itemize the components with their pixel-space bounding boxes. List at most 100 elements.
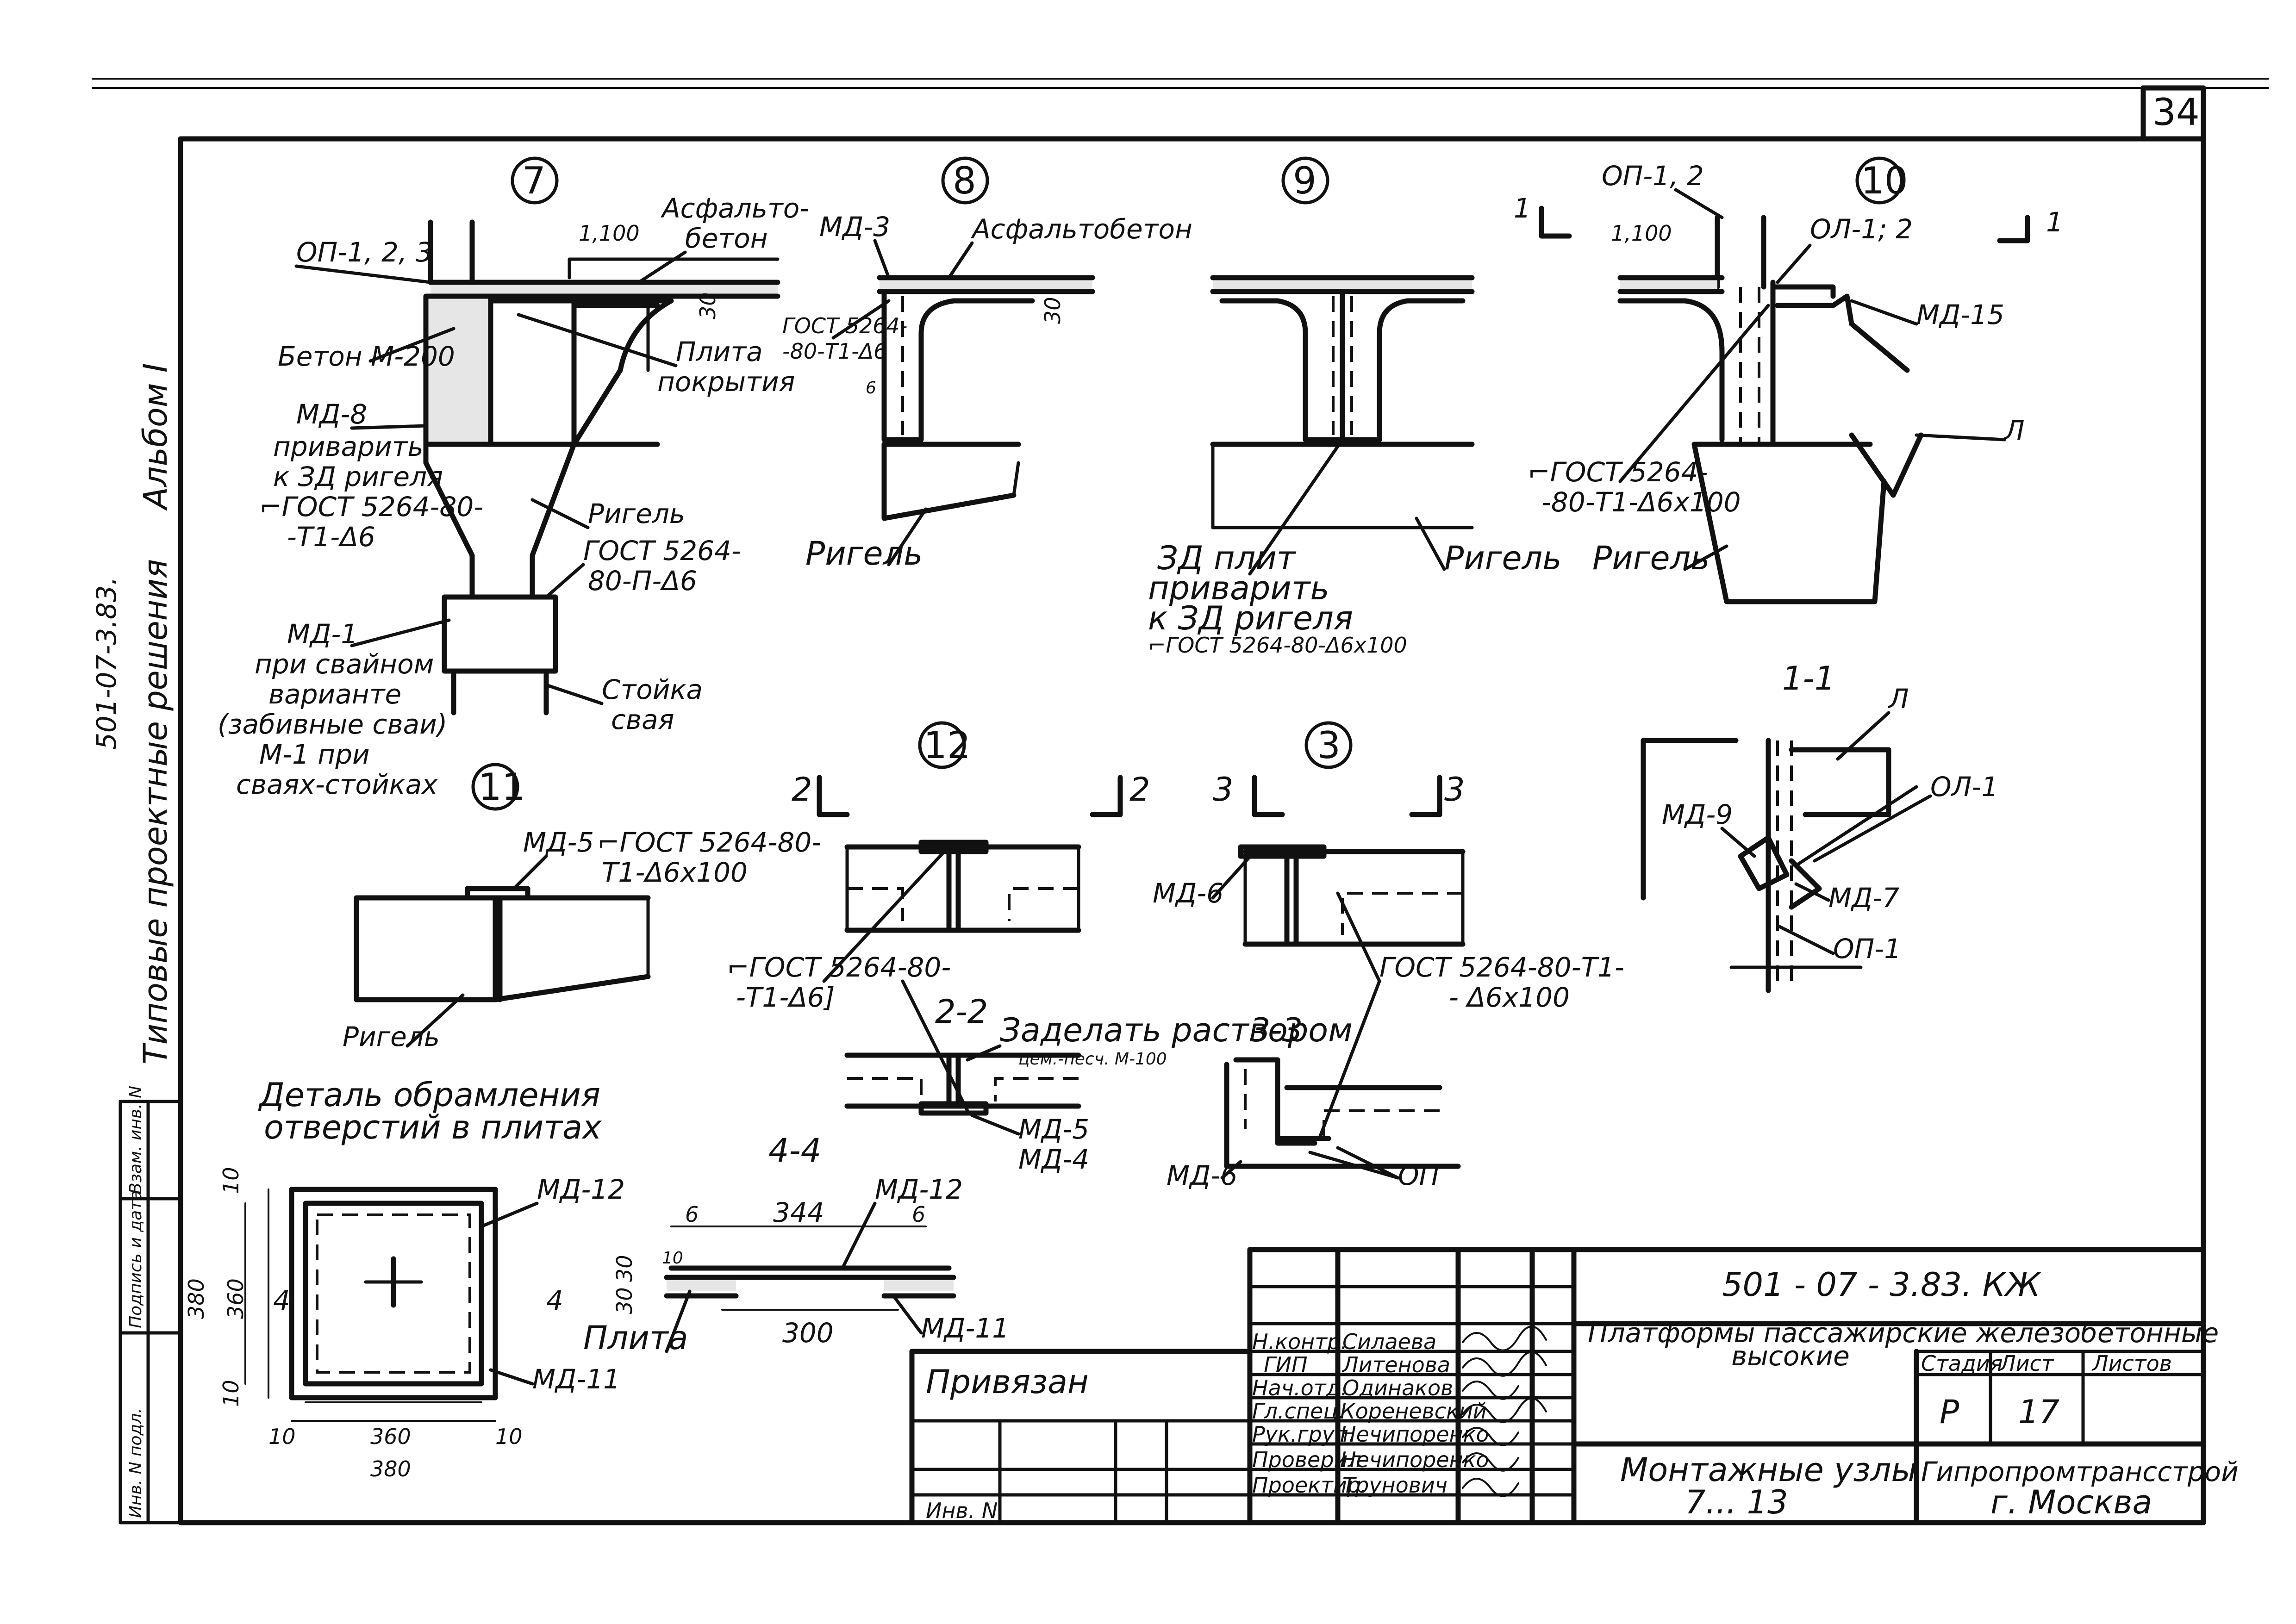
side-stamp-inv: Инв. N подл. — [126, 1408, 145, 1518]
node-10: 10 — [1617, 156, 1924, 604]
node-12: 12 — [817, 721, 1123, 1116]
sheet-value: 17 — [2018, 1393, 2059, 1431]
n11-gost-1: ⌐ГОСТ 5264-80- — [597, 827, 821, 858]
node-7-number: 7 — [522, 159, 546, 202]
node-3: 3 — [1224, 721, 1466, 1169]
s44-d30b: 30 — [612, 1287, 637, 1314]
n12-gost-2: -Т1-Δ6] — [736, 982, 835, 1013]
side-code: 501-07-3.83. — [91, 577, 122, 750]
n8-gost-1: ГОСТ 5264- — [782, 313, 907, 338]
sheets-header: Листов — [2091, 1351, 2172, 1376]
n12-cut-left: 2 — [792, 771, 812, 809]
n12-md4: МД-4 — [1018, 1144, 1089, 1175]
opening-d10b: 10 — [218, 1380, 243, 1407]
n7-dim30: 30 — [695, 292, 720, 319]
node-8-number: 8 — [953, 159, 976, 202]
node-9-number: 9 — [1293, 159, 1316, 202]
approval-role-1: ГИП — [1264, 1352, 1308, 1377]
n11-md5: МД-5 — [523, 827, 594, 858]
n9-zd-1: ЗД плит — [1157, 539, 1297, 577]
n7-stoika-2: свая — [611, 704, 674, 735]
n10-cut-left: 1 — [1514, 193, 1531, 224]
opening-cut4-left: 4 — [273, 1285, 290, 1316]
n12-cut-right: 2 — [1129, 771, 1150, 809]
n7-md1-3: варианте — [268, 678, 401, 710]
node-11-number: 11 — [478, 765, 525, 809]
n7-md8-4: ⌐ГОСТ 5264-80- — [259, 491, 483, 523]
opening-md12: МД-12 — [537, 1174, 625, 1205]
node-8: 8 — [877, 156, 1095, 521]
n7-gost-1: ГОСТ 5264- — [583, 535, 741, 566]
n12-fill-1: Заделать раствором — [1000, 1011, 1353, 1049]
n10-gost-1: ⌐ГОСТ 5264- — [1528, 456, 1708, 488]
title-block — [909, 1247, 2206, 1525]
n8-md3: МД-3 — [819, 211, 890, 243]
n8-gost-2: -80-Т1-Δ6 — [782, 339, 887, 364]
n10-slope: 1,100 — [1611, 221, 1672, 246]
n7-md1-6: сваях-стойках — [236, 769, 438, 800]
doc-title-2: высокие — [1731, 1340, 1850, 1372]
approval-role-6: Проектир. — [1252, 1473, 1367, 1498]
node-3-number: 3 — [1317, 724, 1341, 767]
bound-label: Привязан — [926, 1363, 1089, 1401]
drawing-name-1: Монтажные узлы — [1620, 1451, 1917, 1489]
n7-gost-2: 80-П-Δ6 — [588, 565, 697, 597]
n3-cut-right: 3 — [1444, 771, 1465, 809]
opening-d380h: 380 — [370, 1456, 411, 1481]
n10-gost-2: -80-Т1-Δ6х100 — [1541, 486, 1741, 518]
n7-op: ОП-1, 2, 3 — [296, 236, 433, 268]
n10-cut-right: 1 — [2046, 206, 2063, 238]
opening-title-1: Деталь обрамления — [258, 1076, 600, 1114]
s11-ol1: ОЛ-1 — [1930, 771, 1998, 803]
s11-md7: МД-7 — [1828, 882, 1899, 914]
s11-md9: МД-9 — [1662, 799, 1733, 830]
side-stamp-sign: Подпись и дата — [126, 1190, 145, 1328]
approval-name-4: Нечипоренко — [1340, 1422, 1489, 1447]
approvals: Н.контр. Силаева ГИП Литенова Нач.отд. О… — [1252, 1329, 1489, 1498]
opening-d360h: 360 — [370, 1424, 411, 1449]
section-1-1 — [1641, 738, 1918, 993]
opening-d10a: 10 — [218, 1167, 243, 1194]
n7-md1-1: МД-1 — [287, 618, 358, 650]
n7-slope: 1,100 — [579, 221, 640, 246]
section-4-4 — [664, 1226, 956, 1311]
s44-d300: 300 — [782, 1317, 834, 1349]
node-10-number: 10 — [1861, 159, 1908, 202]
s44-title: 4-4 — [768, 1132, 821, 1170]
approval-name-2: Одинаков — [1342, 1375, 1453, 1400]
n7-md8-3: к ЗД ригеля — [273, 461, 443, 492]
s44-md11: МД-11 — [921, 1313, 1009, 1344]
s44-d30a: 30 — [612, 1255, 637, 1282]
s44-md12: МД-12 — [875, 1174, 963, 1205]
n7-md8-5: -Т1-Δ6 — [287, 521, 375, 553]
opening-d10c: 10 — [268, 1424, 296, 1449]
approval-role-5: Проверил — [1252, 1447, 1361, 1472]
n7-rigel: Ригель — [588, 498, 685, 529]
n7-plate-1: Плита — [676, 336, 763, 367]
n7-asphalt-1: Асфальто- — [660, 193, 809, 224]
sheet-header: Лист — [1999, 1351, 2054, 1376]
n7-md1-4: (забивные сваи) — [218, 709, 447, 740]
signatures — [1462, 1325, 1547, 1497]
node-9: 9 — [1210, 156, 1475, 529]
s44-d6a: 6 — [685, 1202, 699, 1227]
n9-rigel: Ригель — [1444, 539, 1562, 577]
organization-2: г. Москва — [1990, 1483, 2152, 1521]
stage-value: Р — [1940, 1393, 1959, 1431]
n3-cut-left: 3 — [1213, 771, 1234, 809]
approval-role-3: Гл.спец. — [1252, 1399, 1344, 1424]
opening-d10d: 10 — [495, 1424, 523, 1449]
side-stamp-repl: Взам. инв. N — [126, 1086, 145, 1194]
opening-d360v: 360 — [223, 1278, 248, 1319]
stage-header: Стадия — [1921, 1351, 2003, 1376]
opening-title-2: отверстий в плитах — [264, 1108, 602, 1146]
approval-name-3: Кореневский — [1340, 1399, 1487, 1424]
node-12-number: 12 — [923, 724, 971, 767]
s44-d6b: 6 — [912, 1202, 925, 1227]
n3-md6: МД-6 — [1153, 877, 1223, 909]
approval-name-5: Нечипоренко — [1340, 1447, 1489, 1472]
inv-label: Инв. N — [926, 1498, 998, 1523]
n7-concrete: Бетон М-200 — [278, 341, 455, 372]
n11-rigel: Ригель — [343, 1021, 440, 1052]
